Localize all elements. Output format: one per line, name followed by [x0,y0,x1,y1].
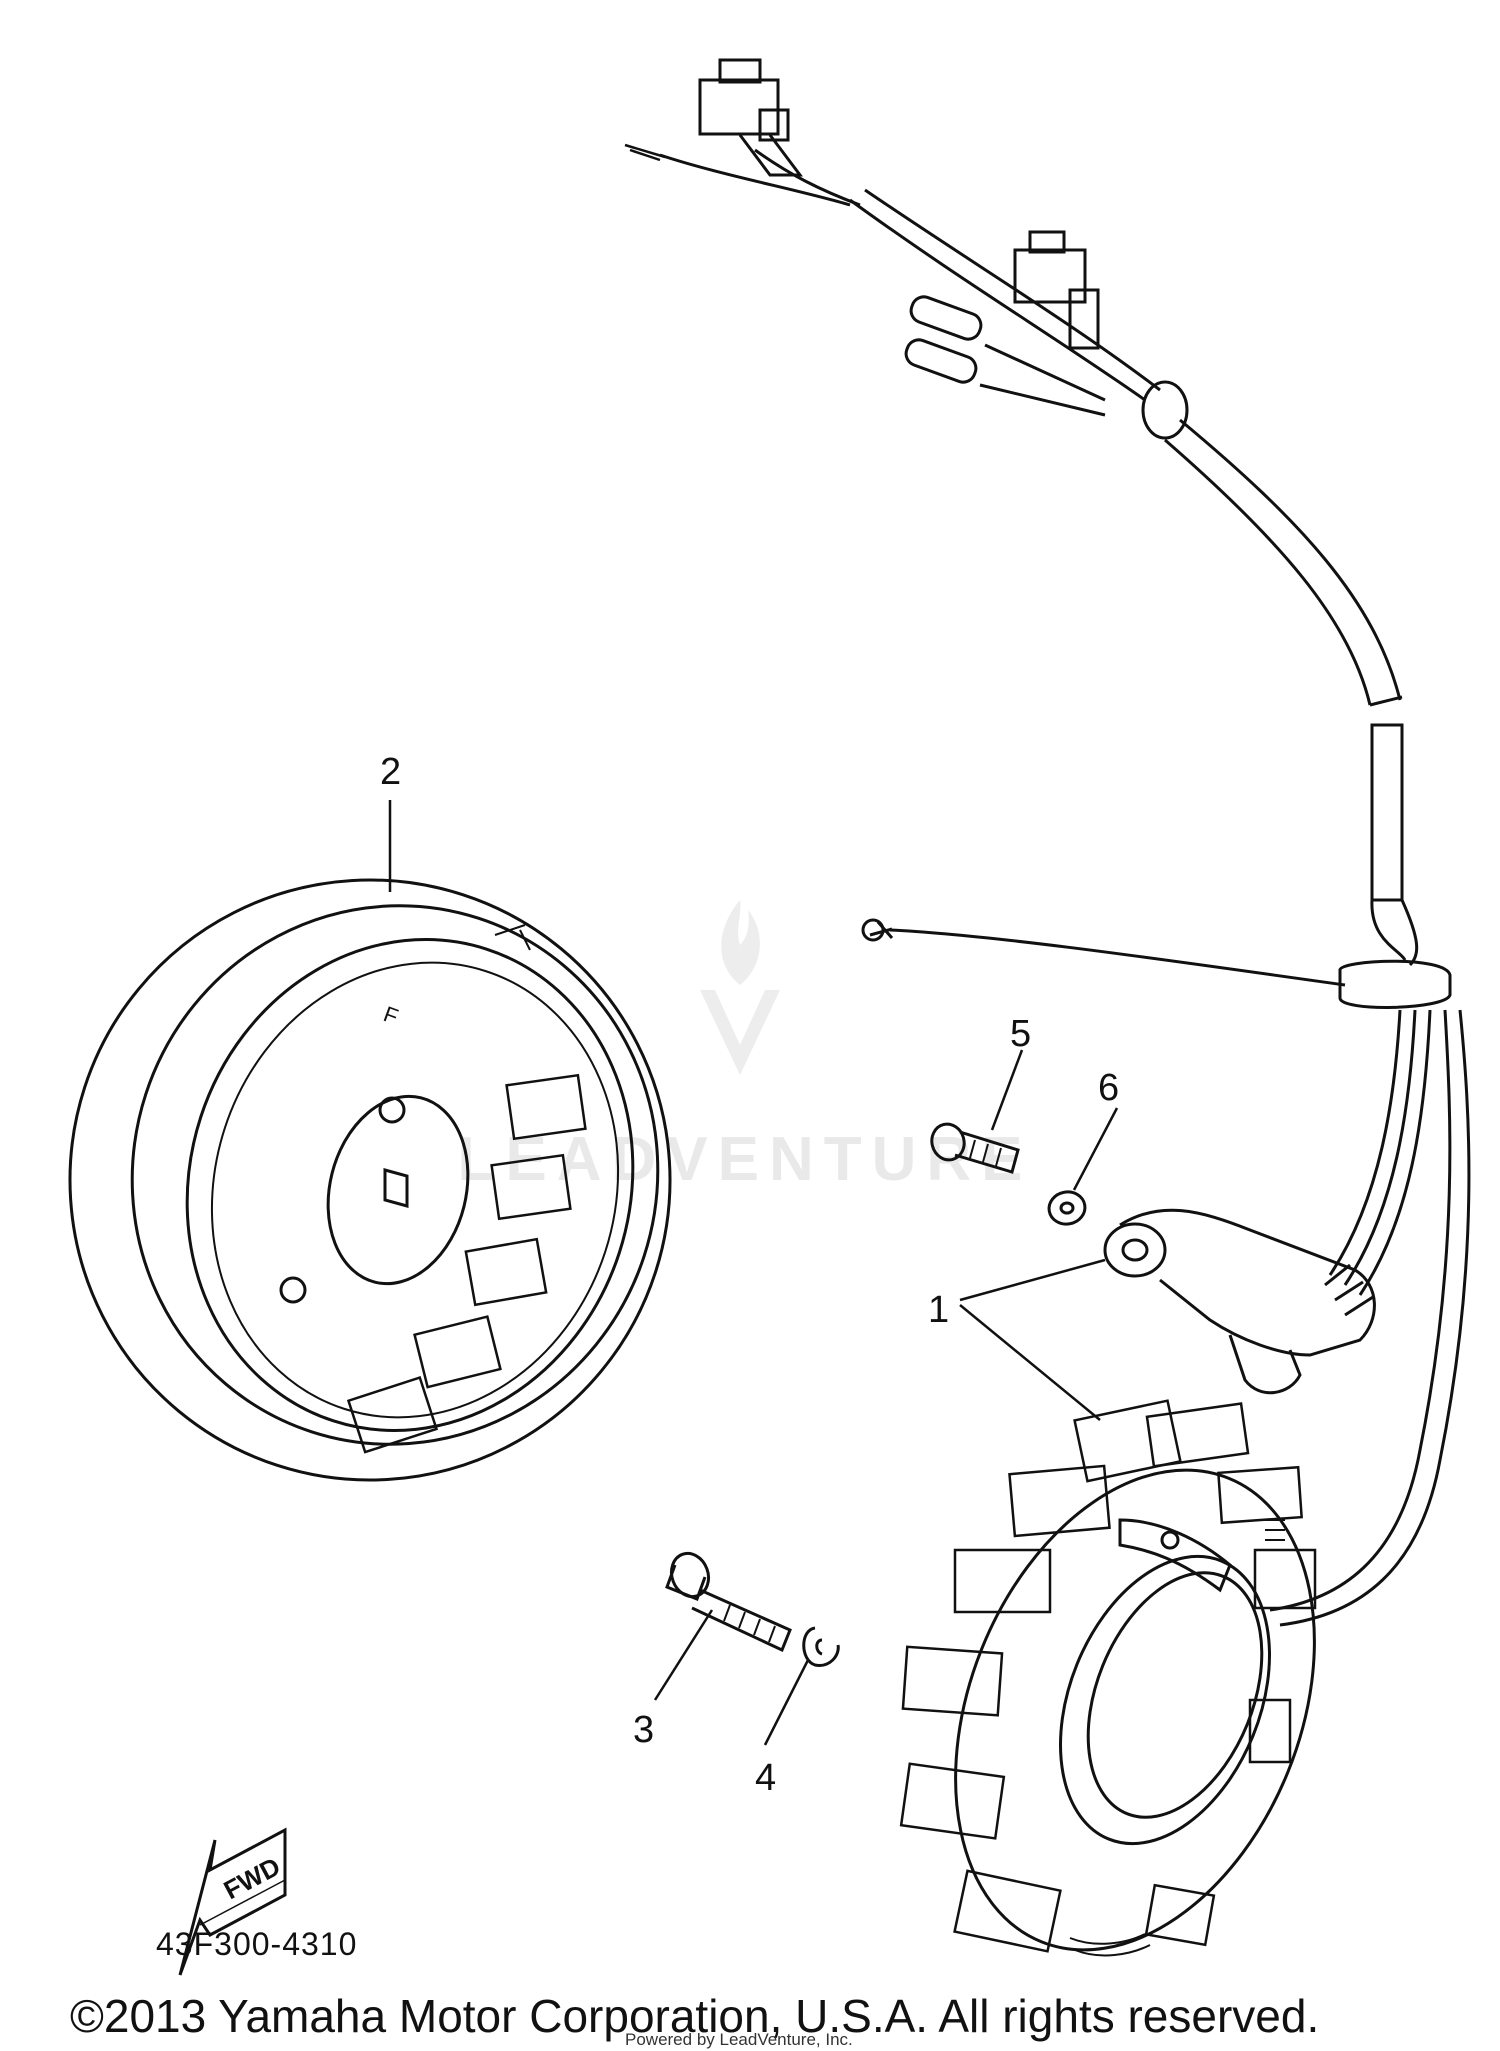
watermark: LEADVENTURE [457,900,1032,1194]
watermark-text: LEADVENTURE [457,1125,1032,1194]
svg-text:F: F [380,1001,401,1029]
stator [899,1399,1317,1957]
pickup-coil [1103,1208,1376,1395]
forward-arrow-icon [178,1827,287,1976]
provider-credit: Powered by LeadVenture, Inc. [625,2030,853,2049]
bolt-5 [930,1122,1020,1174]
diagram-part-number: 43F300-4310 [156,1926,357,1962]
callout-5: 5 [1010,1013,1031,1055]
washer-6 [1047,1190,1087,1226]
leader-lines [388,800,1119,1746]
forward-direction-arrow: FWD [178,1827,287,1976]
callout-1: 1 [928,1289,949,1331]
callout-2: 2 [380,751,401,793]
harness-connector-top [698,58,803,177]
callout-4: 4 [755,1757,776,1799]
wire-harness [624,58,1471,1627]
callout-3: 3 [633,1709,654,1751]
copyright-notice: ©2013 Yamaha Motor Corporation, U.S.A. A… [70,1990,1319,2042]
bolt-3 [665,1551,792,1653]
lock-washer-4 [802,1626,840,1667]
harness-connector-middle [1013,230,1100,350]
watermark-logo-icon [700,900,780,1075]
callout-6: 6 [1098,1067,1119,1109]
flywheel-rotor: F [68,878,672,1482]
